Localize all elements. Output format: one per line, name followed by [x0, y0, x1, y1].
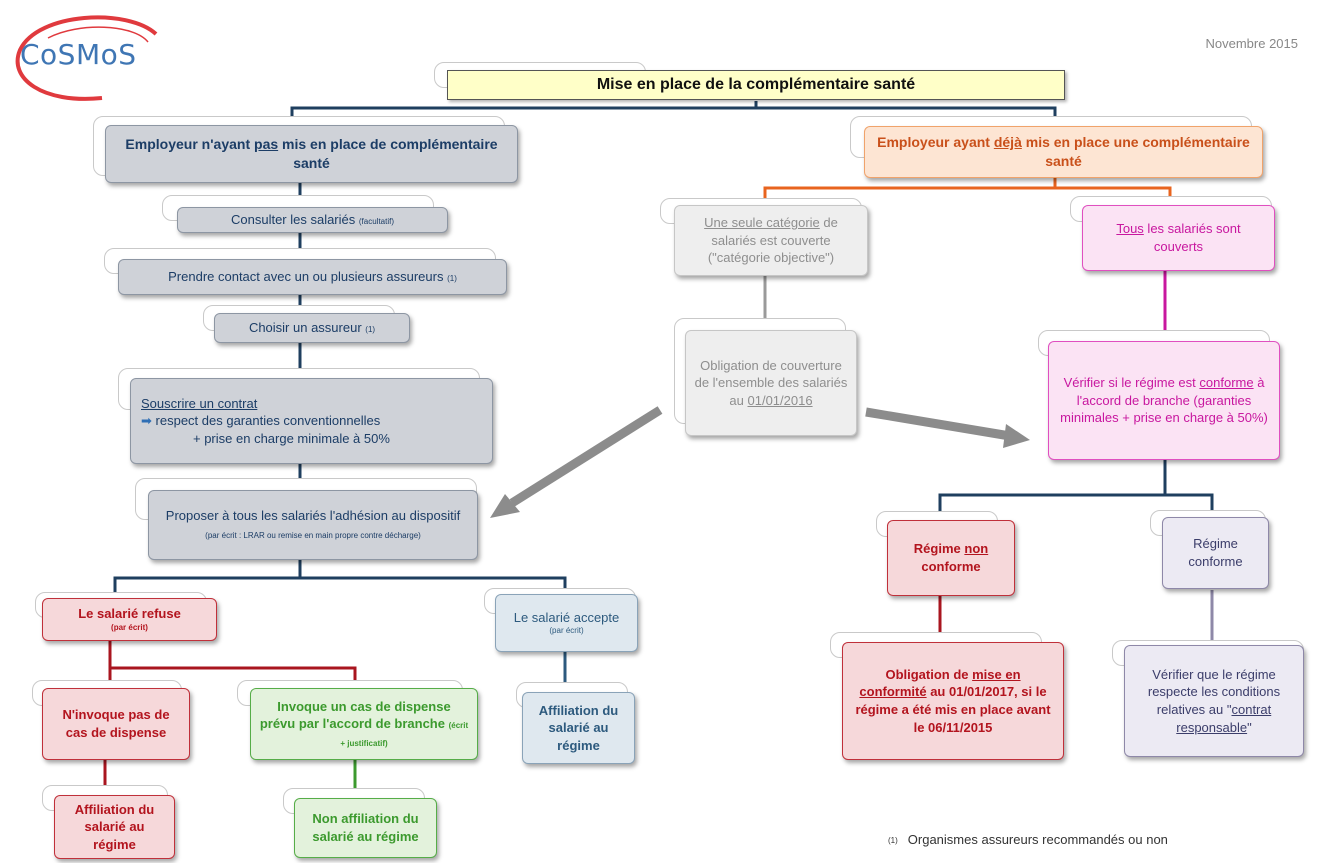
node-obligation-coverage: Obligation de couverture de l'ensemble d… [685, 330, 857, 436]
node-conformity-deadline: Obligation de mise en conformité au 01/0… [842, 642, 1064, 760]
node-choose-insurer: Choisir un assureur (1) [214, 313, 410, 343]
date-label: Novembre 2015 [1205, 36, 1299, 51]
node-employee-refuses: Le salarié refuse (par écrit) [42, 598, 217, 641]
node-dispense: Invoque un cas de dispense prévu par l'a… [250, 688, 478, 760]
page-title: Mise en place de la complémentaire santé [447, 70, 1065, 100]
node-one-category: Une seule catégorie de salariés est couv… [674, 205, 868, 276]
cosmos-logo [15, 15, 158, 101]
node-affiliation-refuse: Affiliation du salarié au régime [54, 795, 175, 859]
node-all-employees: Tous les salariés sont couverts [1082, 205, 1275, 271]
node-subscribe: Souscrire un contrat ➡ respect des garan… [130, 378, 493, 464]
node-conform: Régime conforme [1162, 517, 1269, 589]
node-employer-has-plan: Employeur ayant déjà mis en place une co… [864, 126, 1263, 178]
node-non-conform: Régime non conforme [887, 520, 1015, 596]
node-no-dispense: N'invoque pas de cas de dispense [42, 688, 190, 760]
node-propose: Proposer à tous les salariés l'adhésion … [148, 490, 478, 560]
node-affiliation-accept: Affiliation du salarié au régime [522, 692, 635, 764]
node-consult: Consulter les salariés (facultatif) [177, 207, 448, 233]
footnote: (1)Organismes assureurs recommandés ou n… [888, 832, 1168, 847]
node-contact-insurers: Prendre contact avec un ou plusieurs ass… [118, 259, 507, 295]
logo-text: CoSMoS [20, 38, 137, 71]
node-responsible-contract: Vérifier que le régime respecte les cond… [1124, 645, 1304, 757]
node-verify-conformity: Vérifier si le régime est conforme à l'a… [1048, 341, 1280, 460]
node-employee-accepts: Le salarié accepte (par écrit) [495, 594, 638, 652]
node-non-affiliation: Non affiliation du salarié au régime [294, 798, 437, 858]
node-employer-no-plan: Employeur n'ayant pas mis en place de co… [105, 125, 518, 183]
